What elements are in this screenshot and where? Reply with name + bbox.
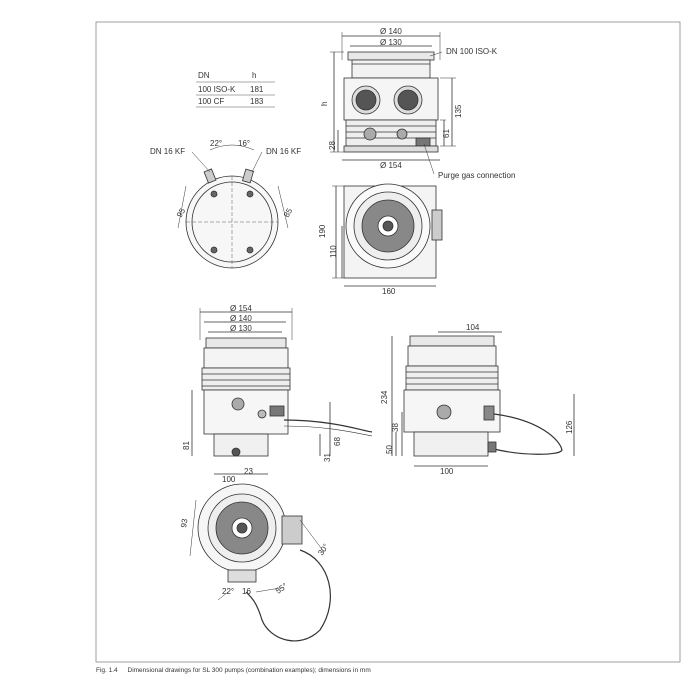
dim-d140: Ø 140 (380, 27, 402, 36)
dim-61: 61 (442, 129, 451, 138)
dim-93: 93 (179, 517, 190, 528)
dim-100: 100 (440, 467, 454, 476)
dim-160: 160 (382, 287, 396, 296)
angle-22: 22° (210, 139, 222, 148)
angle-55: 55° (274, 581, 289, 595)
pump-top-view-bottom (189, 483, 331, 642)
dim-d154: Ø 154 (230, 304, 252, 313)
page-frame (95, 21, 681, 663)
dim-50: 50 (385, 445, 394, 454)
dim-190: 190 (318, 224, 327, 238)
purge-gas-label: Purge gas connection (438, 171, 515, 180)
dim-68: 68 (333, 437, 342, 446)
pump-front-view-top (332, 183, 443, 287)
table-row-dn: 100 ISO-K (198, 85, 236, 94)
dim-28: 28 (328, 141, 337, 150)
dim-135: 135 (454, 104, 463, 118)
pump-top-view-left (177, 144, 289, 269)
dim-95: 95 (175, 206, 188, 219)
table-header-dn: DN (198, 71, 210, 80)
figure-caption-label: Fig. 1.4 (96, 667, 118, 674)
kf-left-label: DN 16 KF (150, 147, 185, 156)
dim-104: 104 (466, 323, 480, 332)
dim-38: 38 (391, 423, 400, 432)
pump-side-view-top (330, 32, 456, 175)
dim-d130: Ø 130 (230, 324, 252, 333)
flange-label: DN 100 ISO-K (446, 47, 498, 56)
table-header-h: h (252, 71, 256, 80)
kf-right-label: DN 16 KF (266, 147, 301, 156)
dim-110: 110 (329, 245, 338, 258)
dim-d140: Ø 140 (230, 314, 252, 323)
dim-234: 234 (380, 390, 389, 404)
pump-side-view-middle (191, 308, 373, 475)
figure-caption: Fig. 1.4 Dimensional drawings for SL 300… (96, 667, 656, 674)
dim-h: h (320, 102, 329, 106)
dim-31: 31 (323, 453, 332, 462)
angle-16: 16° (238, 139, 250, 148)
dim-126: 126 (565, 420, 574, 434)
dim-16: 16 (242, 587, 251, 596)
angle-22: 22° (222, 587, 234, 596)
dn-h-table: DN h 100 ISO-K 181 100 CF 183 (196, 71, 275, 108)
dim-d154: Ø 154 (380, 161, 402, 170)
table-row-dn: 100 CF (198, 97, 224, 106)
table-row-h: 183 (250, 97, 264, 106)
dim-81: 81 (182, 441, 191, 450)
dim-100: 100 (222, 475, 236, 484)
dim-23: 23 (244, 467, 253, 476)
figure-caption-text: Dimensional drawings for SL 300 pumps (c… (127, 667, 371, 674)
dim-d130: Ø 130 (380, 38, 402, 47)
dim-85: 85 (282, 206, 295, 219)
pump-side-view-right (391, 331, 575, 467)
table-row-h: 181 (250, 85, 264, 94)
